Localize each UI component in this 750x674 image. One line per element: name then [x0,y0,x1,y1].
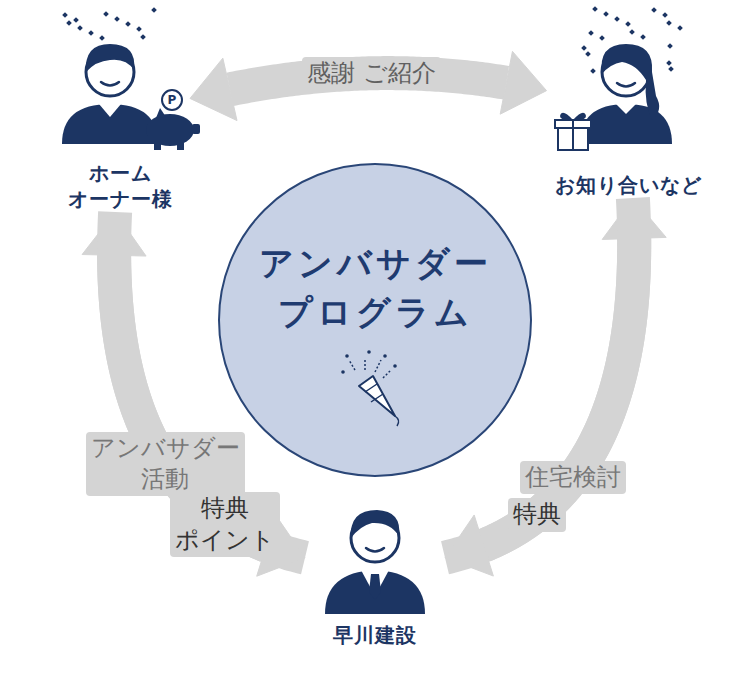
confetti-piece [668,66,674,72]
confetti-piece [136,26,142,32]
confetti-piece [588,30,594,36]
arrow-head [190,58,237,120]
connector-arrow [114,212,305,576]
program-circle: アンバサダー プログラム [217,162,533,478]
node-label: ホーム オーナー様 [68,160,173,212]
connector-arrow [190,51,547,120]
connector-arrow [82,212,305,558]
confetti-piece [603,11,609,17]
edge-label: 特典 ポイント [170,492,280,556]
confetti-piece [614,16,620,22]
acquaintance-node: お知り合いなど [547,20,710,198]
confetti-piece [125,21,131,27]
arrow-band [230,73,506,89]
connector-arrow [445,198,634,576]
edge-label: アンバサダー 活動 [86,432,245,496]
arrow-head [257,515,305,576]
homeowner-node: ホーム オーナー様 [50,20,190,212]
node-label: お知り合いなど [555,172,702,198]
connector-arrow [445,198,666,558]
confetti-piece [666,20,672,26]
confetti-piece [585,51,591,57]
confetti-piece [88,30,94,36]
gift-box [555,113,591,150]
confetti-piece [114,16,120,22]
arrow-band [484,198,634,546]
party-popper-icon [341,350,398,426]
arrow-head [445,515,493,576]
homeowner-figure [62,44,158,144]
confetti-piece [151,7,157,13]
confetti-piece [581,45,587,51]
confetti-piece [66,20,72,26]
confetti-piece [62,12,68,18]
confetti-piece [599,35,605,41]
confetti-piece [590,68,596,74]
circle-fill [219,164,531,476]
confetti-piece [640,34,646,40]
confetti-piece [667,43,673,49]
node-label: 早川建設 [333,622,417,648]
confetti-piece [625,21,631,27]
company-figure [325,510,425,614]
confetti-piece [103,11,109,17]
confetti-piece [77,25,83,31]
edge-label: 特典 [508,498,566,531]
circle-title: アンバサダー プログラム [259,239,492,338]
arrow-head [500,51,546,114]
confetti-piece [666,60,672,66]
edge-label: 住宅検討 [520,461,626,494]
confetti-piece [629,29,635,35]
confetti-piece [73,17,79,23]
confetti-piece [140,34,146,40]
confetti-piece [651,7,657,13]
edge-label: 感謝 ご紹介 [302,57,441,90]
acquaintance-figure [580,44,672,144]
circle-outline [217,162,533,478]
arrow-band [114,212,266,546]
confetti-piece [99,35,105,41]
confetti-piece [677,25,683,31]
company-node: 早川建設 [305,500,445,648]
confetti-piece [592,6,598,12]
confetti-piece [662,12,668,18]
coin-letter: P [168,94,177,106]
